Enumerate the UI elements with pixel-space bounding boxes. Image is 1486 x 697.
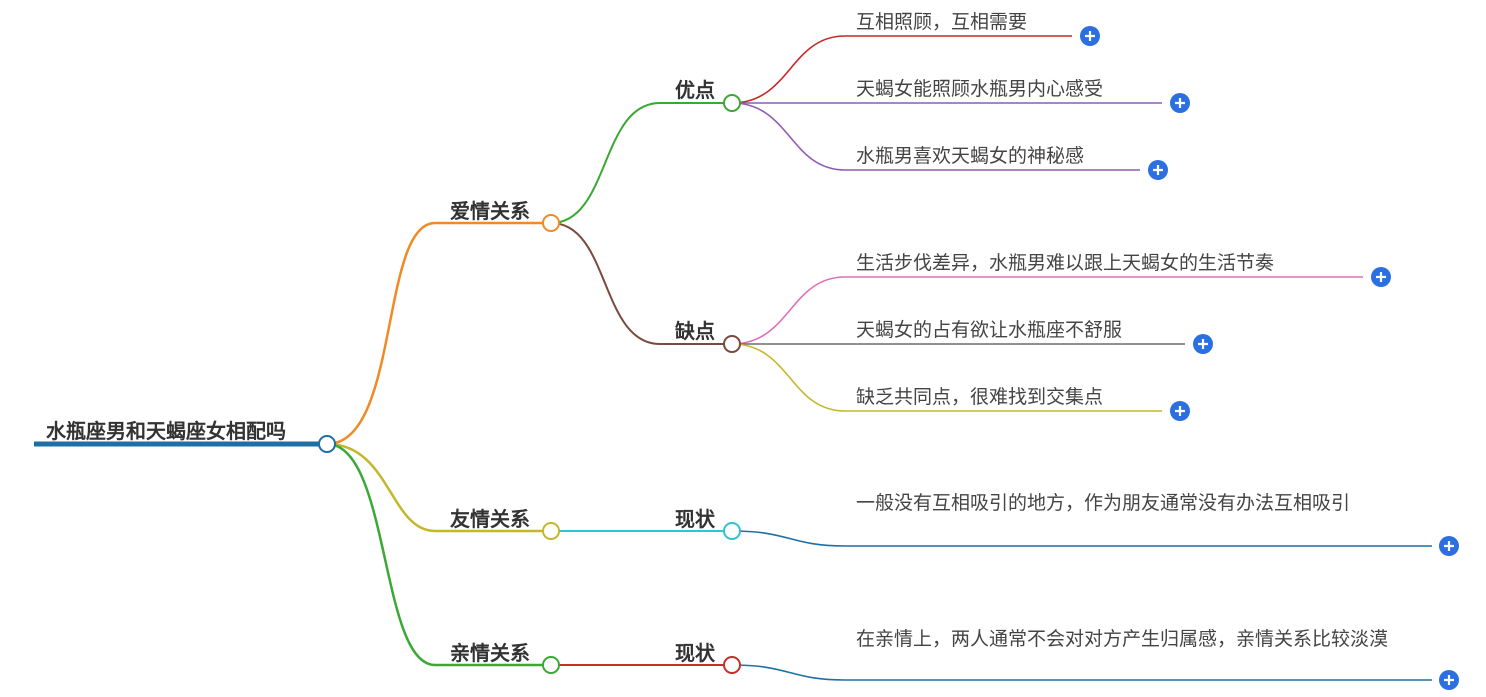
root-topic[interactable]: 水瓶座男和天蝎座女相配吗 (46, 419, 286, 443)
branch-friend-label[interactable]: 友情关系 (450, 507, 530, 531)
friend-node-circle[interactable] (542, 522, 560, 540)
edge-cons-leaf-3 (731, 343, 1162, 412)
plus-circle-icon[interactable] (1371, 267, 1391, 287)
plus-circle-icon[interactable] (1148, 160, 1168, 180)
edge-cons-leaf-1 (731, 276, 1363, 345)
pros-item-1[interactable]: 互相照顾，互相需要 (856, 11, 1028, 33)
edge-friend-leaf (731, 530, 1432, 547)
cons-node-circle[interactable] (723, 335, 741, 353)
edge-pros-leaf-1 (731, 35, 1072, 104)
edge-love-pros (550, 102, 732, 224)
pros-node-circle[interactable] (723, 94, 741, 112)
love-node-circle[interactable] (542, 214, 560, 232)
family-node-circle[interactable] (542, 656, 560, 674)
root-node-circle[interactable] (318, 435, 336, 453)
branch-love-label[interactable]: 爱情关系 (450, 199, 530, 223)
cons-label[interactable]: 缺点 (675, 319, 715, 343)
pros-item-2[interactable]: 天蝎女能照顾水瓶男内心感受 (856, 78, 1104, 100)
friend-status-label[interactable]: 现状 (675, 507, 715, 531)
cons-item-1[interactable]: 生活步伐差异，水瓶男难以跟上天蝎女的生活节奏 (856, 252, 1275, 274)
family-status-node-circle[interactable] (723, 656, 741, 674)
plus-circle-icon[interactable] (1080, 26, 1100, 46)
pros-item-3[interactable]: 水瓶男喜欢天蝎女的神秘感 (856, 145, 1085, 167)
edge-pros-leaf-3 (731, 102, 1140, 171)
cons-item-3[interactable]: 缺乏共同点，很难找到交集点 (856, 386, 1104, 408)
edge-root-love (326, 221, 551, 446)
friend-status-node-circle[interactable] (723, 522, 741, 540)
plus-circle-icon[interactable] (1439, 670, 1459, 690)
branch-family-label[interactable]: 亲情关系 (450, 641, 530, 665)
cons-item-2[interactable]: 天蝎女的占有欲让水瓶座不舒服 (856, 319, 1123, 341)
edge-root-family (326, 442, 551, 667)
plus-circle-icon[interactable] (1439, 536, 1459, 556)
plus-circle-icon[interactable] (1170, 93, 1190, 113)
plus-circle-icon[interactable] (1170, 401, 1190, 421)
edge-family-leaf (731, 664, 1432, 681)
family-status-item[interactable]: 在亲情上，两人通常不会对对方产生归属感，亲情关系比较淡漠 (856, 628, 1389, 650)
friend-status-item[interactable]: 一般没有互相吸引的地方，作为朋友通常没有办法互相吸引 (856, 492, 1351, 514)
family-status-label[interactable]: 现状 (675, 641, 715, 665)
edge-love-cons (550, 222, 732, 345)
edge-root-friend (326, 442, 551, 533)
pros-label[interactable]: 优点 (675, 78, 715, 102)
plus-circle-icon[interactable] (1193, 334, 1213, 354)
